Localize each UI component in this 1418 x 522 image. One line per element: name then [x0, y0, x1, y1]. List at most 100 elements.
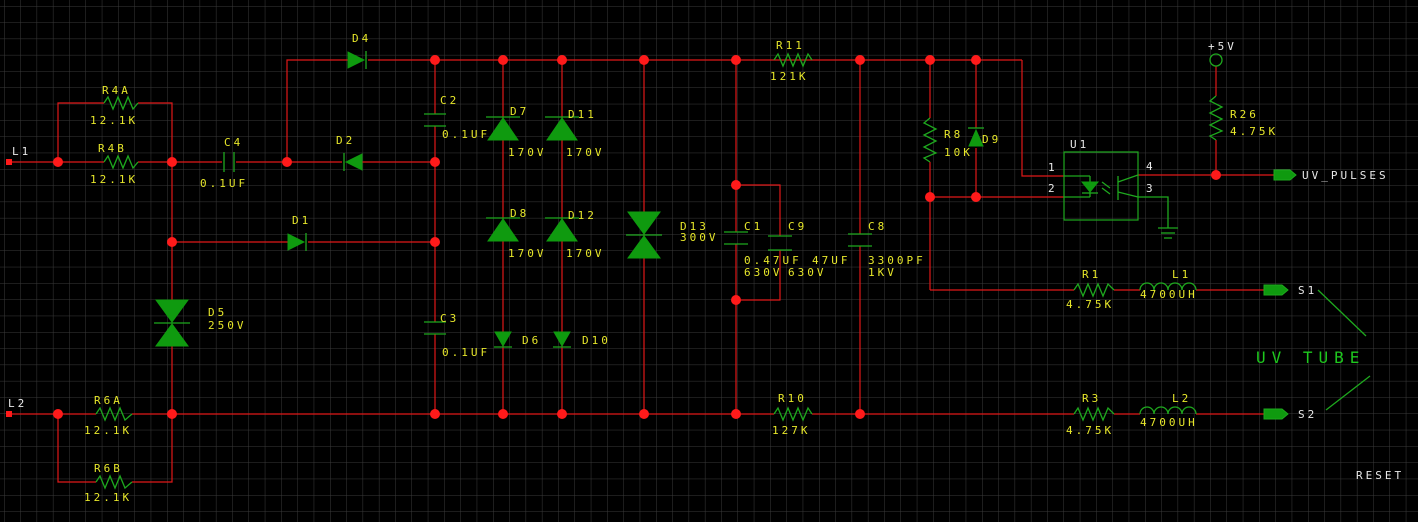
label-reset: RESET: [1356, 469, 1404, 482]
label-r10-value: 127K: [772, 424, 811, 437]
resistor-r6b[interactable]: [95, 474, 133, 490]
capacitor-c1[interactable]: [724, 231, 748, 245]
capacitor-c4[interactable]: [223, 152, 235, 172]
s2-connector[interactable]: [1263, 408, 1289, 420]
label-d1: D1: [292, 214, 311, 227]
diode-d7[interactable]: [486, 116, 520, 141]
s1-connector[interactable]: [1263, 284, 1289, 296]
diode-d11[interactable]: [545, 116, 579, 141]
capacitor-c3[interactable]: [424, 321, 446, 335]
resistor-r1[interactable]: [1073, 282, 1115, 298]
label-u1-pin3: 3: [1146, 182, 1156, 195]
label-u1: U1: [1070, 138, 1089, 151]
diode-d2[interactable]: [343, 153, 363, 171]
label-c9: C9: [788, 220, 807, 233]
label-s2: S2: [1298, 408, 1317, 421]
diode-d9[interactable]: [968, 127, 984, 147]
label-u1-pin2: 2: [1048, 182, 1058, 195]
label-d7: D7: [510, 105, 529, 118]
l1-pin[interactable]: [6, 159, 12, 165]
label-d6: D6: [522, 334, 541, 347]
label-c2: C2: [440, 94, 459, 107]
label-c8-value: 3300PF: [868, 254, 926, 267]
diode-d1[interactable]: [287, 233, 307, 251]
labels: L1 L2 R4A 12.1K R4B 12.1K R6A 12.1K R6B …: [8, 32, 1404, 504]
label-inductor-l1-value: 4700UH: [1140, 288, 1198, 301]
label-uv-tube: UV TUBE: [1256, 348, 1365, 367]
inductor-l1[interactable]: [1139, 282, 1197, 291]
tvs-diode-d5[interactable]: [154, 299, 190, 347]
label-r3-value: 4.75K: [1066, 424, 1114, 437]
label-d5-value: 250V: [208, 319, 247, 332]
label-d8-value: 170V: [508, 247, 547, 260]
junctions: [53, 55, 1221, 419]
optocoupler-u1[interactable]: [1063, 151, 1139, 221]
diode-d6[interactable]: [494, 331, 512, 348]
resistor-r4b[interactable]: [103, 154, 139, 170]
label-l2: L2: [8, 397, 27, 410]
label-u1-pin4: 4: [1146, 160, 1156, 173]
resistor-r4a[interactable]: [103, 95, 139, 111]
inductor-l2[interactable]: [1139, 406, 1197, 415]
label-d8: D8: [510, 207, 529, 220]
label-c3-value: 0.1UF: [442, 346, 490, 359]
label-r6a: R6A: [94, 394, 123, 407]
resistor-r11[interactable]: [773, 52, 813, 68]
l2-pin[interactable]: [6, 411, 12, 417]
label-c3: C3: [440, 312, 459, 325]
label-r6b-value: 12.1K: [84, 491, 132, 504]
capacitor-c2[interactable]: [424, 113, 446, 127]
label-inductor-l2-value: 4700UH: [1140, 416, 1198, 429]
capacitor-c9[interactable]: [768, 235, 792, 251]
diode-d4[interactable]: [347, 51, 367, 69]
label-r4b-value: 12.1K: [90, 173, 138, 186]
label-uv-pulses: UV_PULSES: [1302, 169, 1389, 182]
label-r8-value: 10K: [944, 146, 973, 159]
resistor-r26[interactable]: [1208, 95, 1224, 141]
resistor-r8[interactable]: [922, 117, 938, 163]
label-r4a-value: 12.1K: [90, 114, 138, 127]
label-c9-voltage: 630V: [788, 266, 827, 279]
label-r10: R10: [778, 392, 807, 405]
label-c1-value: 0.47UF: [744, 254, 802, 267]
diode-d10[interactable]: [553, 331, 571, 348]
label-d11: D11: [568, 108, 597, 121]
resistor-r6a[interactable]: [95, 406, 133, 422]
label-d13-value: 300V: [680, 231, 719, 244]
label-r3: R3: [1082, 392, 1101, 405]
uv-tube-line-top: [1317, 289, 1367, 337]
label-r26-value: 4.75K: [1230, 125, 1278, 138]
label-d7-value: 170V: [508, 146, 547, 159]
resistor-r3[interactable]: [1073, 406, 1115, 422]
vcc-terminal[interactable]: [1209, 53, 1223, 67]
label-c2-value: 0.1UF: [442, 128, 490, 141]
label-u1-pin1: 1: [1048, 161, 1058, 174]
label-r6b: R6B: [94, 462, 123, 475]
resistor-r10[interactable]: [773, 406, 813, 422]
label-d12-value: 170V: [566, 247, 605, 260]
label-d5: D5: [208, 306, 227, 319]
label-r1-value: 4.75K: [1066, 298, 1114, 311]
uv-pulses-connector[interactable]: [1273, 169, 1297, 181]
diode-d8[interactable]: [486, 217, 520, 242]
label-c1: C1: [744, 220, 763, 233]
label-l1: L1: [12, 145, 31, 158]
label-d12: D12: [568, 209, 597, 222]
label-d13: D13: [680, 220, 709, 233]
diode-d12[interactable]: [545, 217, 579, 242]
label-c4-value: 0.1UF: [200, 177, 248, 190]
ground-symbol: [1138, 196, 1178, 239]
label-r1: R1: [1082, 268, 1101, 281]
uv-tube-line-bottom: [1325, 375, 1371, 411]
label-r4a: R4A: [102, 84, 131, 97]
label-d9: D9: [982, 133, 1001, 146]
label-inductor-l2: L2: [1172, 392, 1191, 405]
label-d4: D4: [352, 32, 371, 45]
tvs-diode-d13[interactable]: [626, 211, 662, 259]
label-c9-value: 47UF: [812, 254, 851, 267]
capacitor-c8[interactable]: [848, 233, 872, 247]
label-d11-value: 170V: [566, 146, 605, 159]
label-c8-voltage: 1KV: [868, 266, 897, 279]
